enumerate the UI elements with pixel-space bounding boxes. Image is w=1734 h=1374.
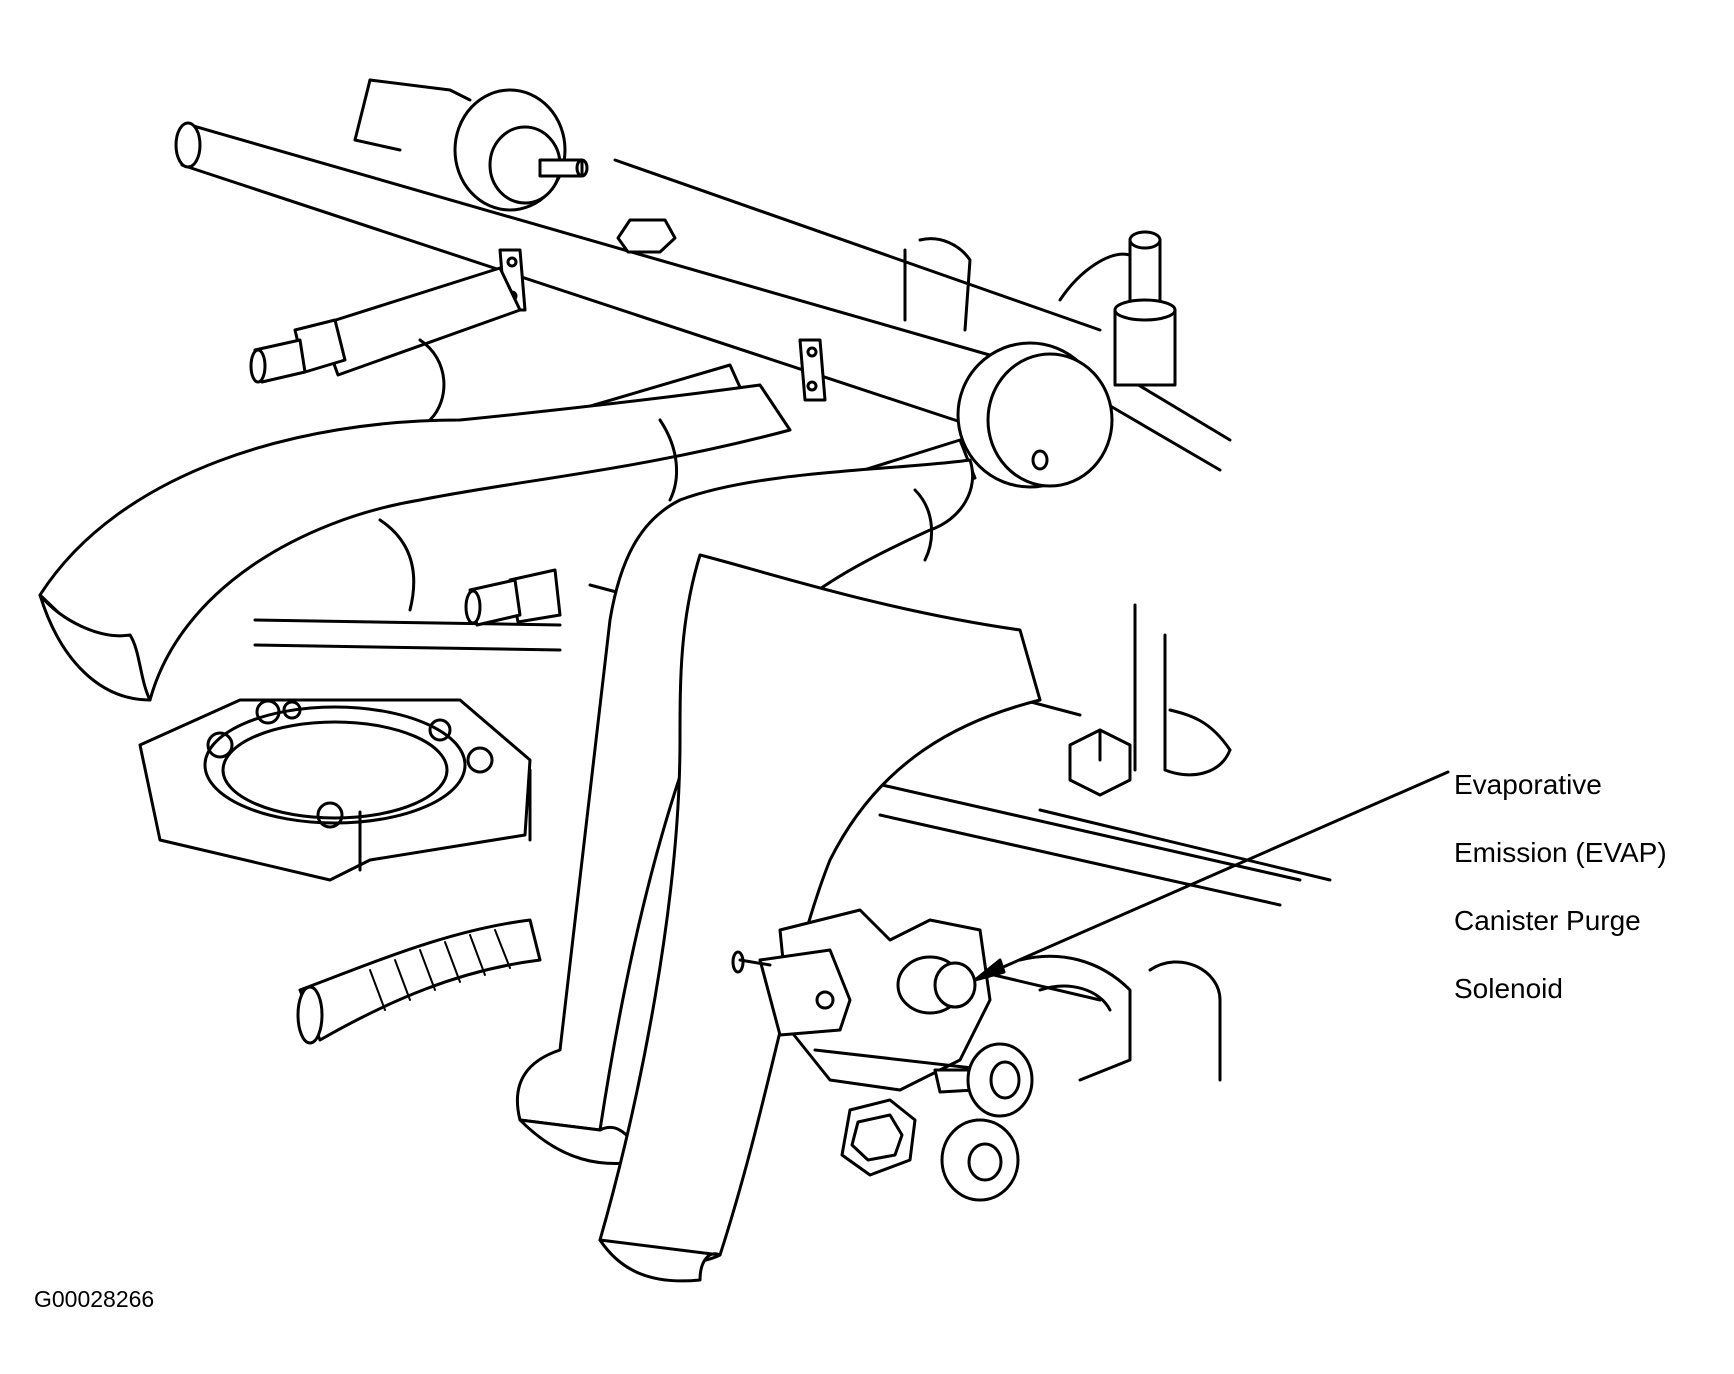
fuel-rail bbox=[174, 121, 1114, 489]
top-bolts bbox=[616, 218, 1177, 387]
callout-line-1: Evaporative bbox=[1454, 769, 1602, 800]
callout-line-2: Emission (EVAP) bbox=[1454, 837, 1667, 868]
callout-line-3: Canister Purge bbox=[1454, 905, 1641, 936]
vacuum-hose bbox=[296, 918, 542, 1045]
callout-leader bbox=[973, 770, 1450, 982]
fuel-pressure-regulator bbox=[353, 78, 589, 212]
evap-solenoid-label: Evaporative Emission (EVAP) Canister Pur… bbox=[1454, 734, 1724, 1040]
callout-line-4: Solenoid bbox=[1454, 973, 1563, 1004]
figure-id: G00028266 bbox=[34, 1286, 155, 1312]
mounting-bolt bbox=[1068, 728, 1132, 797]
intake-runners bbox=[38, 338, 1042, 1283]
evap-purge-solenoid bbox=[731, 908, 1222, 1202]
throttle-body-flange bbox=[138, 698, 532, 882]
